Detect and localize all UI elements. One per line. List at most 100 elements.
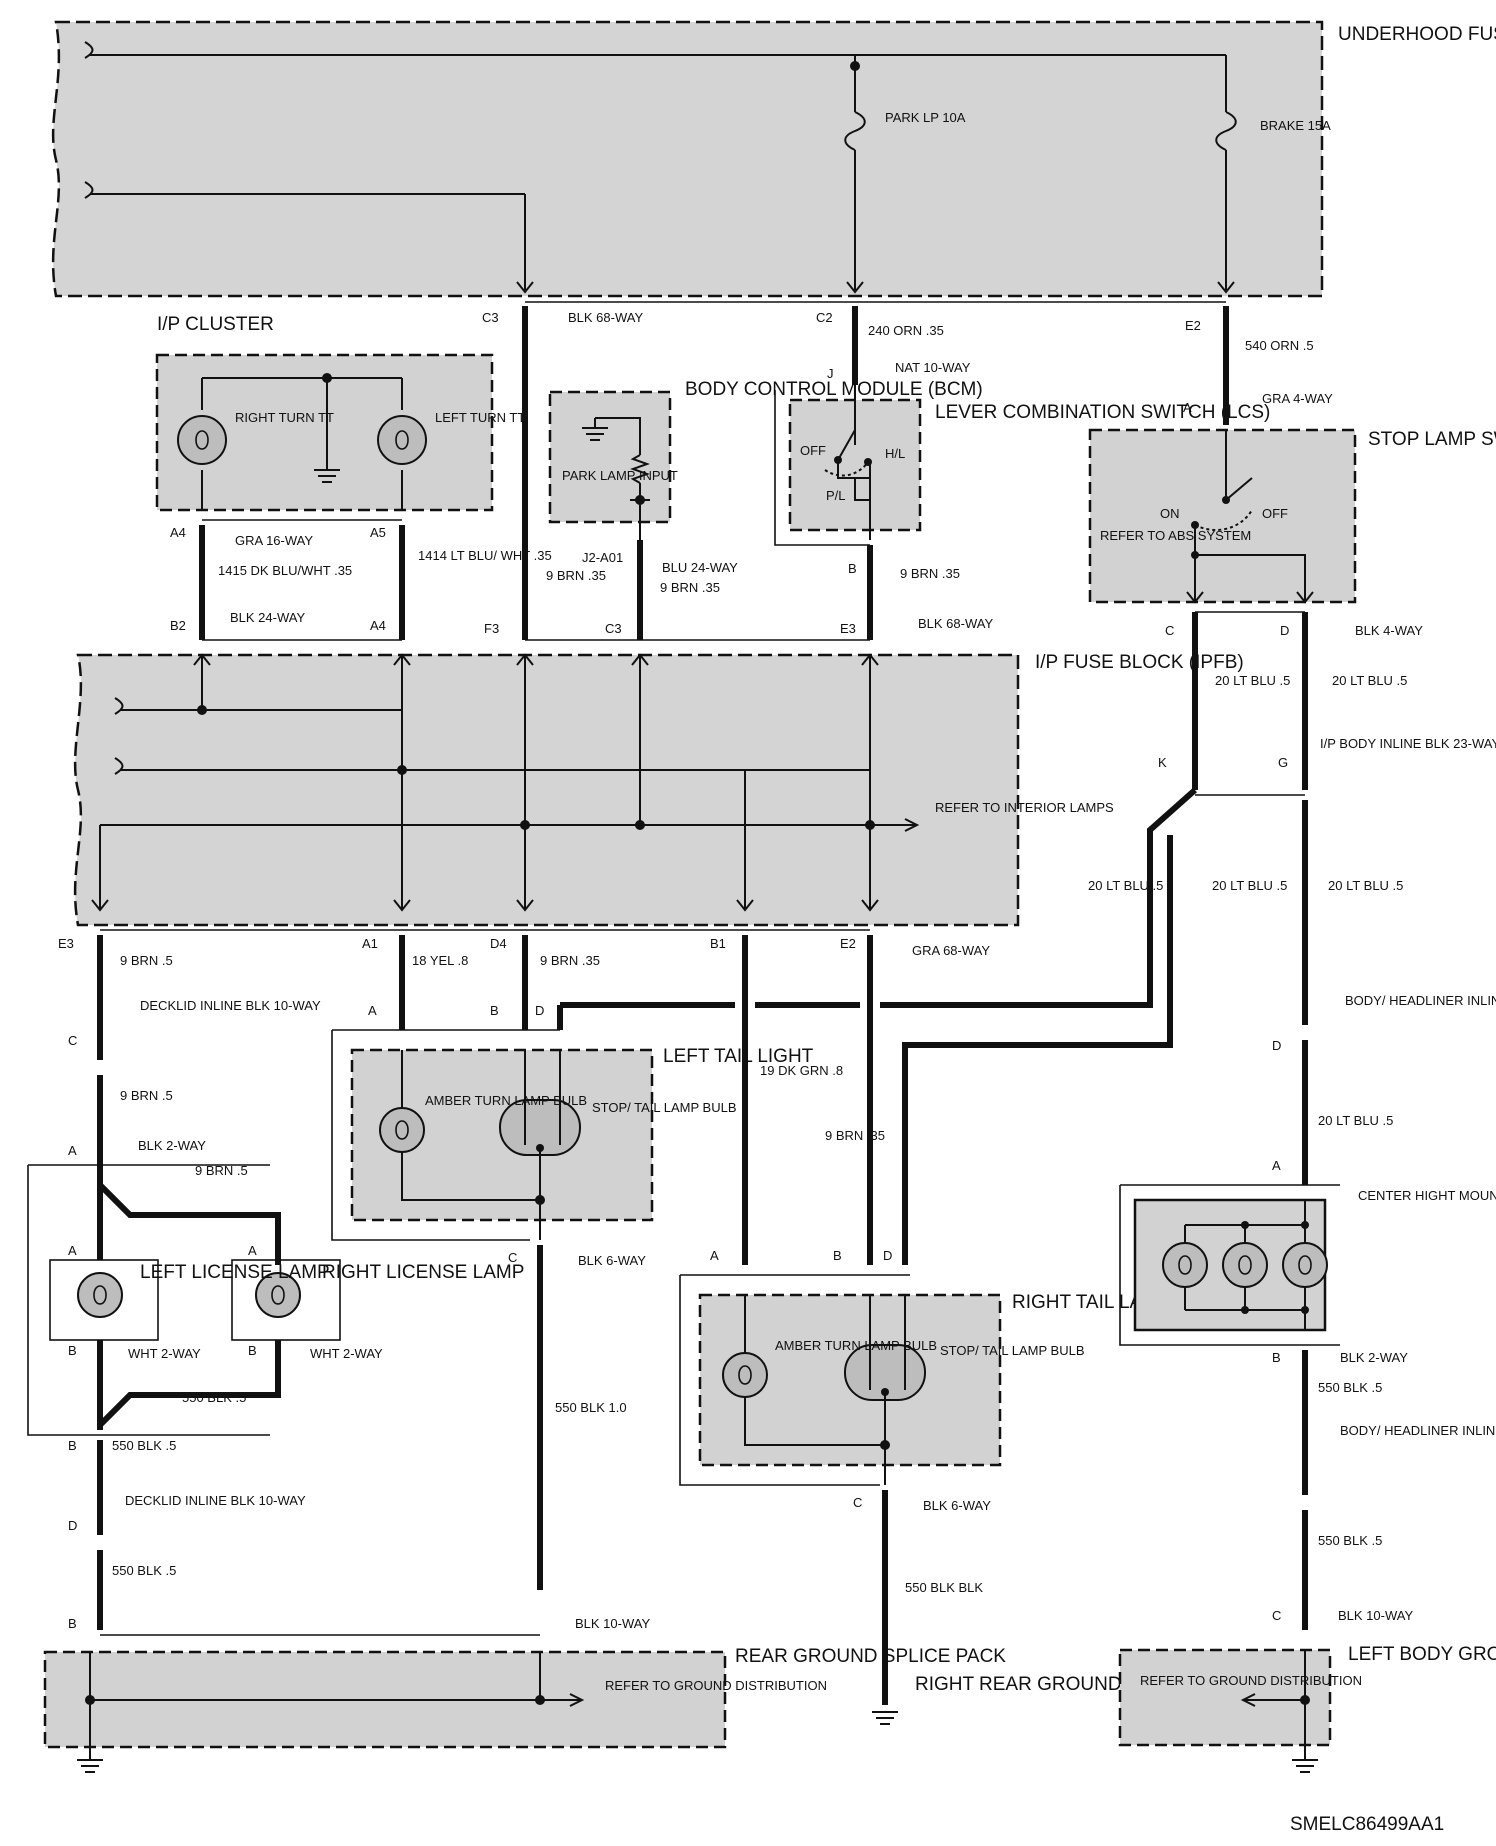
right-turn-tt-bulb: [177, 415, 227, 465]
wire-550-chmsl-label: 550 BLK .5: [1318, 1380, 1382, 1395]
refer-ground-left: REFER TO GROUND DISTRIBUTION: [605, 1678, 827, 1693]
stop-lamp-switch-label: STOP LAMP SWITCH: [1368, 429, 1496, 450]
pin-D-chmsl: D: [1272, 1038, 1281, 1053]
rear-ground-splice-pack: [43, 1650, 727, 1773]
left-turn-tt-label: LEFT TURN TT: [435, 410, 525, 425]
right-turn-tt-label: RIGHT TURN TT: [235, 410, 334, 425]
refer-interior-label: REFER TO INTERIOR LAMPS: [935, 800, 1114, 815]
right-rear-ground-label: RIGHT REAR GROUND: [915, 1674, 1122, 1695]
pin-A4: A4: [170, 525, 186, 540]
conn-blk4: BLK 4-WAY: [1355, 623, 1423, 638]
wire-550-decklid-label-2: 550 BLK .5: [112, 1563, 176, 1578]
pin-B-decklid: B: [68, 1438, 77, 1453]
pin-A1: A1: [362, 936, 378, 951]
pin-A-left-lic: A: [68, 1243, 77, 1258]
ip-cluster-label: I/P CLUSTER: [157, 314, 274, 335]
wire-550-chmsl-label-2: 550 BLK .5: [1318, 1533, 1382, 1548]
pin-D4: D4: [490, 936, 507, 951]
pin-B-rear-ground: B: [68, 1616, 77, 1631]
uhfb-label: UNDERHOOD FUSE BLOCK (UHFB): [1338, 24, 1496, 45]
pin-D-stop: D: [1280, 623, 1289, 638]
right-license-bulb: [255, 1272, 301, 1318]
conn-blk2-license: BLK 2-WAY: [138, 1138, 206, 1153]
wire-550-decklid-label: 550 BLK .5: [112, 1438, 176, 1453]
park-lamp-input-label: PARK LAMP INPUT: [562, 468, 678, 483]
figure-id: SMELC86499AA1: [1290, 1814, 1444, 1835]
pin-J2-A01: J2-A01: [582, 550, 623, 565]
wire-9brn-lt-label: 9 BRN .35: [540, 953, 600, 968]
conn-body-headliner-2: BODY/ HEADLINER INLINE BLK 8-WAY: [1340, 1423, 1496, 1438]
wire-9brn-e3-label: 9 BRN .35: [900, 566, 960, 581]
pin-A-stop: A: [1183, 400, 1192, 415]
chmsl-bulb-3: [1282, 1242, 1328, 1288]
conn-blk68-top: BLK 68-WAY: [568, 310, 643, 325]
conn-blk6-rt: BLK 6-WAY: [923, 1498, 991, 1513]
pin-C3-ipfb: C3: [605, 621, 622, 636]
lcs-off-label: OFF: [800, 443, 826, 458]
wire-550-rrground-label: 550 BLK BLK: [905, 1580, 983, 1595]
pin-F3: F3: [484, 621, 499, 636]
pin-B-rt: B: [833, 1248, 842, 1263]
pin-A-right-lic: A: [248, 1243, 257, 1258]
wire-9brn-f3-label: 9 BRN .35: [546, 568, 606, 583]
wire-9brn-license-label: 9 BRN .5: [195, 1163, 248, 1178]
right-tail-label: RIGHT TAIL LAMP: [1012, 1292, 1171, 1313]
lcs-box: [774, 370, 922, 546]
conn-blk10-right: BLK 10-WAY: [1338, 1608, 1413, 1623]
bcm-box: [548, 390, 672, 540]
pin-A-blk2: A: [68, 1143, 77, 1158]
right-rear-ground-symbol: [872, 1711, 898, 1725]
lcs-pl-label: P/L: [826, 488, 846, 503]
pin-G: G: [1278, 755, 1288, 770]
rear-ground-label: REAR GROUND SPLICE PACK: [735, 1646, 1006, 1667]
right-tail-lamp-box: [698, 1293, 1002, 1485]
left-turn-tt-bulb: [377, 415, 427, 465]
pin-B1: B1: [710, 936, 726, 951]
conn-ip-body-inline: I/P BODY INLINE BLK 23-WAY: [1320, 736, 1496, 751]
lt-stop-tail-label: STOP/ TAIL LAMP BULB: [592, 1100, 737, 1115]
conn-blk68-ipfb: BLK 68-WAY: [918, 616, 993, 631]
right-license-label: RIGHT LICENSE LAMP: [322, 1262, 524, 1283]
wire-1414-label: 1414 LT BLU/ WHT .35: [418, 548, 552, 563]
wire-18yel-label: 18 YEL .8: [412, 953, 468, 968]
wire-20ltblu-label-2: 20 LT BLU .5: [1332, 673, 1407, 688]
pin-A-chmsl: A: [1272, 1158, 1281, 1173]
lcs-label: LEVER COMBINATION SWITCH (LCS): [935, 402, 1270, 423]
pin-D-lt: D: [535, 1003, 544, 1018]
conn-blk6-lt: BLK 6-WAY: [578, 1253, 646, 1268]
stop-on-label: ON: [1160, 506, 1180, 521]
wire-9brn-rt-label: 9 BRN .35: [825, 1128, 885, 1143]
pin-C2: C2: [816, 310, 833, 325]
lcs-hl-label: H/L: [885, 446, 905, 461]
lt-amber-label: AMBER TURN LAMP BULB: [425, 1093, 587, 1108]
wire-license-return: [97, 1340, 281, 1430]
pin-B-lt: B: [490, 1003, 499, 1018]
wire-ltblu-cross: [557, 787, 1197, 1030]
pin-C-lt: C: [508, 1250, 517, 1265]
lt-amber-bulb: [379, 1107, 425, 1153]
chmsl-bulb-1: [1162, 1242, 1208, 1288]
wire-9brn-c3-label: 9 BRN .35: [660, 580, 720, 595]
pin-J: J: [827, 366, 834, 381]
conn-decklid-inline-1: DECKLID INLINE BLK 10-WAY: [140, 998, 321, 1013]
wire-ltblu-rt: [902, 835, 1173, 1265]
pin-A4-lower: A4: [370, 618, 386, 633]
wire-20ltblu-label-1: 20 LT BLU .5: [1215, 673, 1290, 688]
underhood-fuse-block: [51, 20, 1324, 298]
left-body-ground-splice-pack: [1118, 1648, 1332, 1773]
pin-A5: A5: [370, 525, 386, 540]
park-fuse-label: PARK LP 10A: [885, 110, 966, 125]
ipfb-label: I/P FUSE BLOCK (IPFB): [1035, 652, 1244, 673]
refer-ground-right: REFER TO GROUND DISTRIBUTION: [1140, 1673, 1362, 1688]
pin-B-chmsl: B: [1272, 1350, 1281, 1365]
wire-9brn-decklid-label: 9 BRN .5: [120, 953, 173, 968]
pin-C-decklid: C: [68, 1033, 77, 1048]
wire-9brn-decklid-label-2: 9 BRN .5: [120, 1088, 173, 1103]
pin-B-lcs: B: [848, 561, 857, 576]
rt-amber-label: AMBER TURN LAMP BULB: [775, 1338, 937, 1353]
conn-nat10: NAT 10-WAY: [895, 360, 971, 375]
wire-550-license-label: 550 BLK .5: [182, 1390, 246, 1405]
wire-1415-label: 1415 DK BLU/WHT .35: [218, 563, 352, 578]
wire-20ltblu-k-label: 20 LT BLU .5: [1088, 878, 1163, 893]
